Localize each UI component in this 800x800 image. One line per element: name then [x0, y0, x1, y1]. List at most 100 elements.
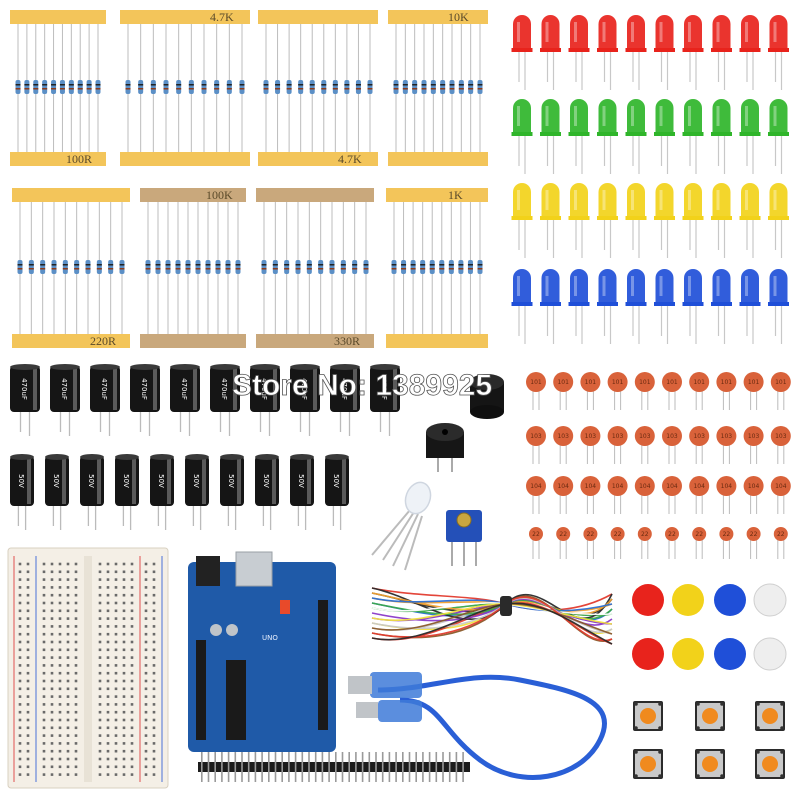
ceramic-capacitor-label: 22: [750, 531, 758, 538]
resistor-value-label: 220R: [90, 334, 116, 348]
resistor: [295, 260, 301, 274]
resistor: [205, 260, 211, 274]
electrolytic-capacitor: 50V: [45, 454, 69, 530]
ceramic-capacitor: 101: [580, 372, 601, 410]
ceramic-capacitor-label: 103: [693, 433, 705, 440]
button-cap: [714, 584, 746, 616]
power-header: [196, 640, 206, 740]
ceramic-capacitor: 101: [607, 372, 628, 410]
resistor: [401, 260, 407, 274]
ceramic-capacitor: 101: [553, 372, 574, 410]
resistor: [145, 260, 151, 274]
led: [739, 269, 761, 344]
microcontroller-chip: [226, 660, 246, 740]
resistor: [51, 260, 57, 274]
resistor: [85, 260, 91, 274]
store-watermark: Store No: 1389925: [232, 369, 492, 402]
ceramic-capacitor: 101: [526, 372, 546, 410]
tactile-switch: [695, 701, 725, 731]
led: [711, 99, 732, 174]
ceramic-capacitor: 103: [716, 426, 737, 464]
resistor: [393, 80, 399, 94]
ceramic-capacitor-label: 103: [639, 433, 651, 440]
resistor: [458, 80, 464, 94]
led: [654, 183, 675, 258]
capacitor-value-label: 50V: [157, 474, 165, 488]
led: [739, 15, 761, 90]
ceramic-capacitor: 104: [689, 476, 710, 514]
ceramic-capacitor: 101: [716, 372, 737, 410]
resistor: [430, 80, 436, 94]
ceramic-capacitor-label: 104: [585, 483, 597, 490]
electrolytic-capacitor: 470uF: [170, 364, 200, 436]
resistor: [201, 80, 207, 94]
breadboard: [7, 547, 169, 789]
power-jack: [196, 556, 220, 586]
ceramic-capacitor-label: 104: [612, 483, 624, 490]
led: [682, 183, 704, 258]
ceramic-capacitor-label: 103: [585, 433, 597, 440]
led: [654, 99, 675, 174]
ceramic-capacitor: 22: [665, 527, 679, 559]
ceramic-capacitor: 103: [553, 426, 574, 464]
ceramic-capacitor-label: 22: [777, 531, 785, 538]
ceramic-capacitor-label: 101: [721, 379, 733, 386]
ceramic-capacitor-label: 22: [723, 531, 731, 538]
resistor: [367, 80, 373, 94]
ceramic-capacitor: 103: [743, 426, 764, 464]
resistor: [477, 260, 483, 274]
led: [597, 99, 618, 174]
led: [568, 99, 590, 174]
buzzers: [426, 374, 504, 472]
resistor: [468, 80, 474, 94]
electrolytic-capacitor: 50V: [185, 454, 209, 530]
ceramic-capacitor-label: 104: [639, 483, 651, 490]
resistor: [402, 80, 408, 94]
ceramic-capacitor-label: 22: [559, 531, 567, 538]
ceramic-capacitor: 103: [662, 426, 682, 464]
ceramic-capacitor: 22: [692, 527, 707, 559]
led: [625, 269, 647, 344]
ceramic-capacitor: 101: [662, 372, 682, 410]
resistor: [286, 80, 292, 94]
resistor: [275, 80, 281, 94]
tactile-switches: [633, 701, 785, 779]
ceramic-capacitor-label: 101: [530, 379, 542, 386]
resistor: [363, 260, 369, 274]
electrolytic-capacitor: 50V: [325, 454, 349, 530]
capacitor-value-label: 470uF: [60, 378, 68, 400]
ceramic-capacitor: 101: [743, 372, 764, 410]
resistor: [95, 80, 101, 94]
resistor: [51, 80, 57, 94]
ceramic-capacitor-label: 104: [530, 483, 542, 490]
led: [597, 15, 618, 90]
capacitor-value-label: 50V: [262, 474, 270, 488]
ceramic-capacitor: 22: [583, 527, 598, 559]
electrolytic-capacitor: 470uF: [90, 364, 120, 436]
ceramic-capacitor: 104: [607, 476, 628, 514]
electrolytic-capacitor: 470uF: [50, 364, 80, 436]
led: [682, 99, 704, 174]
resistor: [420, 260, 426, 274]
ceramic-capacitor: 104: [580, 476, 601, 514]
resistor: [185, 260, 191, 274]
resistor-pack: 100K: [140, 188, 246, 348]
button-cap: [753, 637, 787, 671]
resistor-value-label: 100K: [206, 188, 233, 202]
usb-cable: [348, 672, 607, 780]
resistor: [477, 80, 483, 94]
resistor-pack: 4.7K: [120, 10, 250, 166]
resistor: [272, 260, 278, 274]
resistor: [391, 260, 397, 274]
capacitor-value-label: 50V: [17, 474, 25, 488]
ceramic-capacitor: 22: [610, 527, 625, 559]
jumper-wires: [371, 587, 613, 645]
ceramic-capacitor-label: 22: [614, 531, 622, 538]
ceramic-capacitor-label: 101: [585, 379, 597, 386]
resistor: [440, 80, 446, 94]
capacitor-value-label: 470uF: [260, 378, 268, 400]
capacitor-value-label: 50V: [122, 474, 130, 488]
resistor: [448, 260, 454, 274]
